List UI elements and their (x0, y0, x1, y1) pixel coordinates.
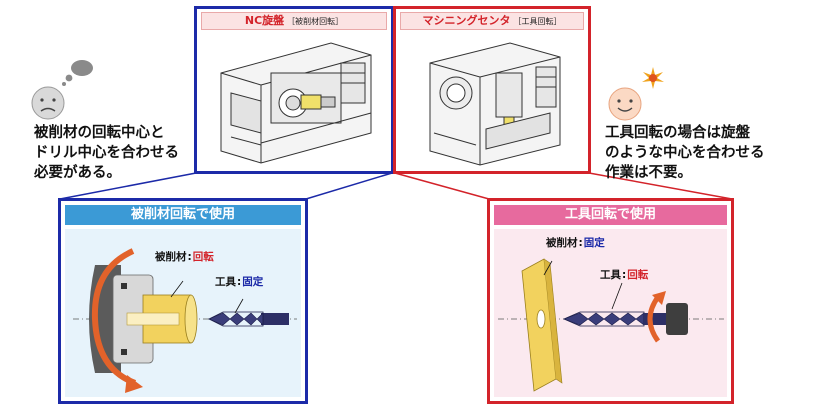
tool-label: 工具:回転 (600, 269, 649, 281)
workpiece-rotation-title: 被削材回転で使用 (65, 205, 301, 225)
workpiece-label-name: 被削材 (155, 251, 187, 263)
workpiece-hole (536, 309, 546, 329)
machining-center-illustration (429, 42, 561, 166)
right-explanation: 工具回転の場合は旋盤 のような中心を合わせる 作業は不要。 (605, 123, 765, 183)
drill-shank (261, 313, 289, 325)
sun-spark-icon (642, 67, 664, 89)
tool-label-state: 固定 (242, 276, 264, 288)
machining-center-panel-header: マシニングセンタ［工具回転］ (400, 12, 584, 30)
workpiece-label-state: 固定 (583, 237, 605, 249)
workpiece-label: 被削材:回転 (155, 251, 214, 263)
smiling-face-icon (608, 87, 642, 121)
workpiece-label-leader (170, 280, 184, 298)
sad-face-icon (31, 86, 65, 120)
workpiece-rotation-box: 被削材回転で使用 被削材:回転 工具:固定 (58, 198, 308, 404)
nc-lathe-machine-illustration (220, 42, 372, 164)
left-explanation-line-2: ドリル中心を合わせる (34, 145, 179, 161)
right-explanation-line-3: 作業は不要。 (605, 165, 692, 181)
workpiece-label-leader (543, 260, 553, 276)
nc-connector-left (59, 172, 197, 200)
nc-lathe-panel: NC旋盤［被削材回転］ (194, 6, 394, 174)
workpiece-rotation-drawing (73, 248, 297, 393)
spindle-holder (666, 303, 688, 335)
mc-connector-left (394, 172, 490, 200)
nc-connector-right (305, 172, 393, 200)
nc-lathe-title: NC旋盤 (244, 14, 285, 27)
workpiece-rotation-arrow (91, 248, 137, 386)
nc-lathe-subtitle: ［被削材回転］ (287, 17, 344, 26)
workpiece-hole (184, 294, 198, 344)
thought-bubble-icon (62, 60, 93, 86)
tool-label-leader (234, 298, 244, 314)
tool-rotation-arrow (647, 295, 661, 343)
workpiece-label-name: 被削材 (546, 237, 578, 249)
tool-label: 工具:固定 (215, 276, 264, 288)
left-explanation-line-3: 必要がある。 (34, 165, 121, 181)
tool-label-name: 工具 (215, 276, 236, 288)
tool-rotation-diagram: 被削材:固定 工具:回転 (494, 229, 727, 397)
workpiece-rotation-diagram: 被削材:回転 工具:固定 (65, 229, 301, 397)
tool-rotation-drawing (498, 258, 724, 392)
tool-rotation-box: 工具回転で使用 被削材:固定 工具:回転 (487, 198, 734, 404)
tool-label-leader (611, 282, 623, 310)
left-explanation: 被削材の回転中心と ドリル中心を合わせる 必要がある。 (34, 123, 179, 183)
tool-label-name: 工具 (600, 269, 621, 281)
machining-center-subtitle: ［工具回転］ (513, 17, 562, 26)
tool-label-state: 回転 (627, 269, 649, 281)
left-explanation-line-1: 被削材の回転中心と (34, 125, 165, 141)
mc-connector-right (588, 172, 733, 200)
nc-lathe-panel-header: NC旋盤［被削材回転］ (201, 12, 387, 30)
workpiece-label: 被削材:固定 (546, 237, 605, 249)
machining-center-panel: マシニングセンタ［工具回転］ (393, 6, 591, 174)
right-explanation-line-1: 工具回転の場合は旋盤 (605, 125, 750, 141)
machining-center-title: マシニングセンタ (422, 14, 511, 27)
tool-rotation-title: 工具回転で使用 (494, 205, 727, 225)
workpiece-label-state: 回転 (192, 251, 214, 263)
right-explanation-line-2: のような中心を合わせる (605, 145, 765, 161)
drill-flutes (563, 312, 645, 326)
